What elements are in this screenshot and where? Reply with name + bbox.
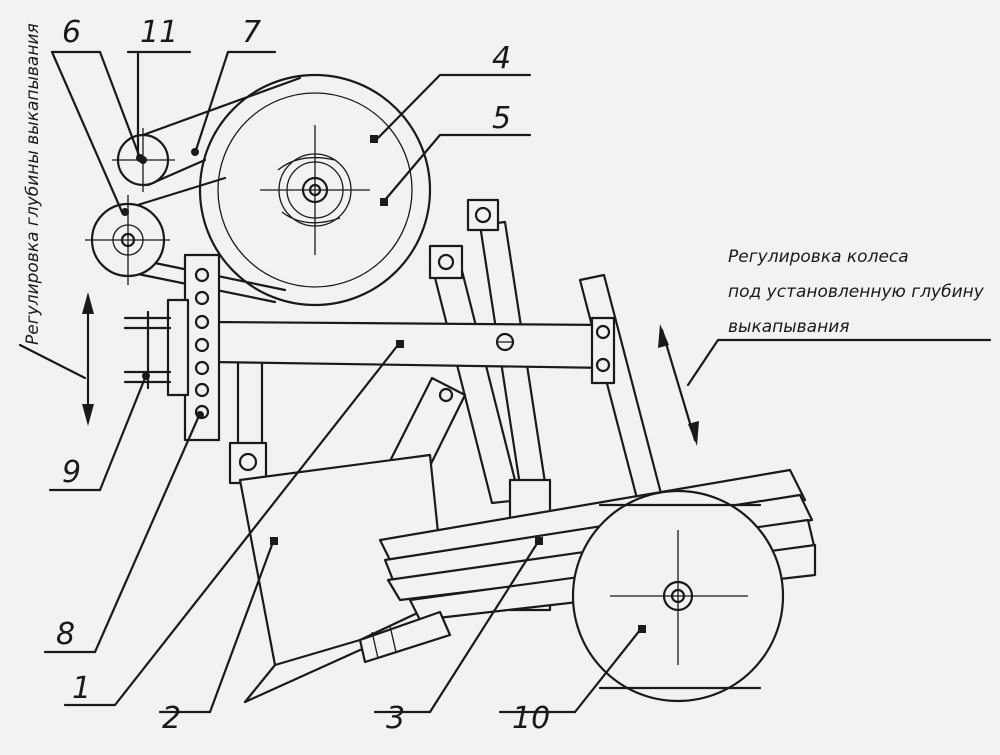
callout-3: 3 — [386, 701, 405, 736]
wheel-adjust-note-line2: под установленную глубину — [728, 282, 985, 302]
callout-6: 6 — [62, 15, 81, 50]
leader-lines — [43, 50, 642, 714]
callout-labels: 6 11 7 4 5 9 8 1 2 3 10 — [56, 15, 550, 736]
callout-11: 11 — [140, 15, 178, 50]
callout-4: 4 — [492, 41, 511, 76]
depth-note-leader — [18, 343, 87, 380]
support-wheel — [571, 489, 785, 703]
drive-pulley — [85, 195, 170, 285]
depth-adjust-note: Регулировка глубины выкапывания — [23, 23, 43, 345]
frame-beam — [210, 320, 612, 370]
mounting-plate — [166, 253, 221, 442]
bolt-brackets — [228, 198, 616, 485]
wheel-note-leader — [686, 338, 720, 387]
callout-10: 10 — [512, 701, 550, 736]
wheel-adjust-arrow — [658, 324, 699, 446]
large-pulley — [198, 73, 432, 307]
callout-2: 2 — [162, 701, 181, 736]
callout-5: 5 — [492, 101, 511, 136]
callout-7: 7 — [242, 15, 261, 50]
callout-dots — [121, 135, 646, 633]
depth-adjust-arrow — [82, 292, 94, 426]
wheel-adjust-note-line1: Регулировка колеса — [728, 247, 909, 267]
idler-pulley — [112, 128, 175, 192]
callout-8: 8 — [56, 617, 75, 652]
callout-9: 9 — [62, 455, 81, 490]
wheel-adjust-note-line3: выкапывания — [728, 317, 850, 337]
callout-1: 1 — [72, 671, 91, 706]
